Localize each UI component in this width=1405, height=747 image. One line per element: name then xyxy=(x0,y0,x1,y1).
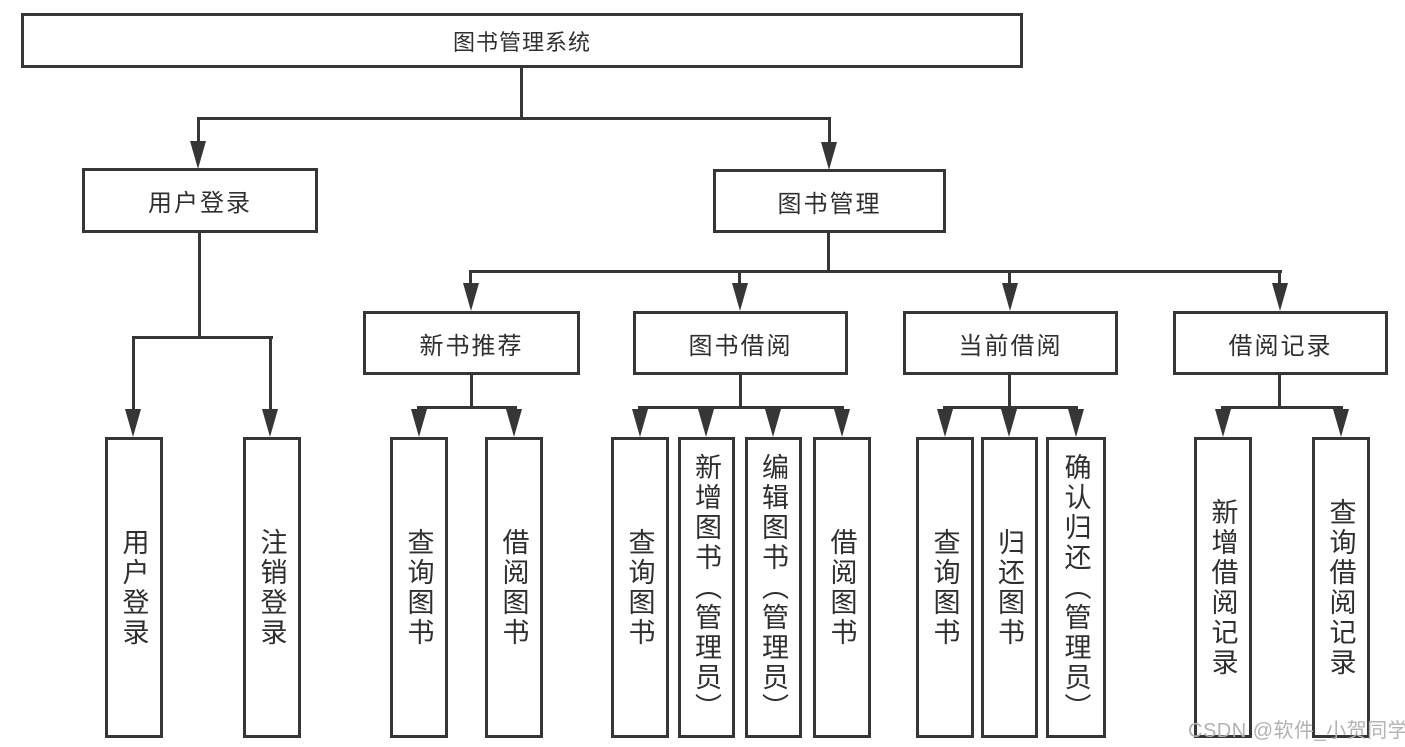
connector-line xyxy=(417,406,517,409)
arrowhead-down-icon xyxy=(732,283,748,311)
arrowhead-down-icon xyxy=(463,283,479,311)
node-leaf-query-books-current: 查询图书 xyxy=(916,437,974,738)
connector-line xyxy=(738,270,741,286)
connector-line xyxy=(828,117,831,144)
node-leaf-return-book: 归还图书 xyxy=(981,437,1038,738)
node-leaf-query-books-borrowing: 查询图书 xyxy=(611,437,669,738)
node-leaf-logout: 注销登录 xyxy=(243,437,301,738)
node-current-borrowing: 当前借阅 xyxy=(903,311,1118,375)
connector-line xyxy=(197,117,200,144)
node-book-borrowing: 图书借阅 xyxy=(633,311,848,375)
arrowhead-down-icon xyxy=(1002,283,1018,311)
connector-line xyxy=(827,231,830,273)
arrowhead-down-icon xyxy=(1215,409,1231,437)
arrowhead-down-icon xyxy=(937,409,953,437)
connector-line xyxy=(1008,374,1011,409)
connector-line xyxy=(132,336,135,412)
arrowhead-down-icon xyxy=(834,409,850,437)
node-book-management: 图书管理 xyxy=(713,169,946,233)
node-leaf-user-login: 用户登录 xyxy=(105,437,163,738)
connector-line xyxy=(1278,374,1281,409)
connector-line xyxy=(739,374,742,409)
arrowhead-down-icon xyxy=(190,141,206,169)
connector-line xyxy=(197,117,831,120)
connector-line xyxy=(198,231,201,339)
connector-line xyxy=(1008,270,1011,286)
node-user-login: 用户登录 xyxy=(82,168,318,233)
node-leaf-borrow-books-recommend: 借阅图书 xyxy=(485,437,543,738)
node-leaf-confirm-return-admin: 确认归还（管理员） xyxy=(1046,437,1106,738)
arrowhead-down-icon xyxy=(821,142,837,170)
connector-line xyxy=(520,66,523,120)
arrowhead-down-icon xyxy=(1333,409,1349,437)
arrowhead-down-icon xyxy=(411,409,427,437)
arrowhead-down-icon xyxy=(262,409,278,437)
arrowhead-down-icon xyxy=(125,409,141,437)
node-new-book-recommend: 新书推荐 xyxy=(363,311,580,375)
arrowhead-down-icon xyxy=(765,409,781,437)
connector-line xyxy=(132,336,273,339)
node-book-management-system: 图书管理系统 xyxy=(21,13,1023,68)
node-leaf-add-book-admin: 新增图书（管理员） xyxy=(678,437,735,738)
node-leaf-query-borrow-record: 查询借阅记录 xyxy=(1312,437,1370,738)
connector-line xyxy=(1221,406,1343,409)
connector-line xyxy=(943,406,1078,409)
watermark-text: CSDN @软件_小贺同学 xyxy=(1188,720,1405,742)
arrowhead-down-icon xyxy=(1272,283,1288,311)
connector-line xyxy=(470,270,1282,273)
node-leaf-borrow-books-borrowing: 借阅图书 xyxy=(813,437,871,738)
connector-line xyxy=(1278,270,1281,286)
connector-line xyxy=(638,406,844,409)
node-leaf-add-borrow-record: 新增借阅记录 xyxy=(1194,437,1252,738)
arrowhead-down-icon xyxy=(698,409,714,437)
arrowhead-down-icon xyxy=(632,409,648,437)
connector-line xyxy=(269,336,272,412)
node-leaf-query-books-recommend: 查询图书 xyxy=(390,437,448,738)
connector-line xyxy=(469,270,472,286)
arrowhead-down-icon xyxy=(506,409,522,437)
node-borrowing-records: 借阅记录 xyxy=(1173,311,1388,375)
arrowhead-down-icon xyxy=(1068,409,1084,437)
arrowhead-down-icon xyxy=(1001,409,1017,437)
connector-line xyxy=(470,374,473,409)
node-leaf-edit-book-admin: 编辑图书（管理员） xyxy=(745,437,802,738)
